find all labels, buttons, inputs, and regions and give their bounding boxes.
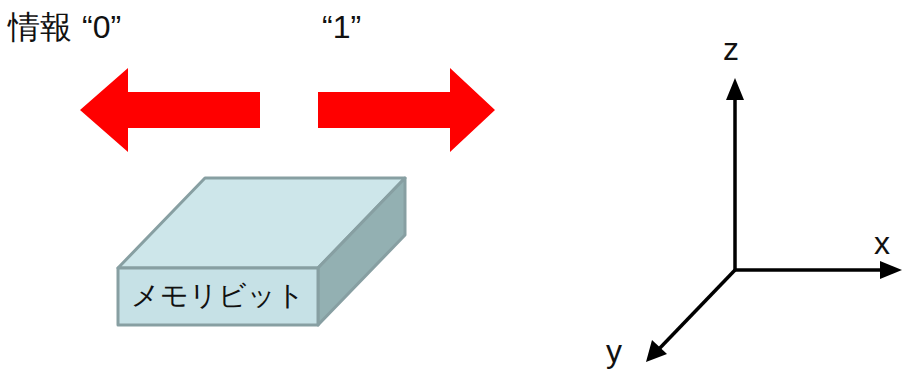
info-label: “0”	[82, 10, 121, 45]
z-axis	[733, 95, 737, 270]
axes	[646, 78, 902, 362]
x-arrowhead	[880, 261, 902, 279]
axis-label: y	[606, 334, 622, 369]
y-axis	[658, 270, 735, 350]
x-axis	[735, 268, 885, 272]
axis-label: z	[723, 32, 739, 67]
arrow-right	[318, 68, 495, 152]
info-arrows	[80, 68, 495, 152]
memory-bit-cube	[118, 178, 405, 325]
info-label: 情報	[8, 10, 72, 45]
memory-bit-box: メモリビット	[118, 268, 318, 325]
y-arrowhead	[646, 340, 667, 362]
box-label: メモリビット	[131, 281, 305, 312]
cube-front	[118, 268, 318, 325]
z-arrowhead	[726, 78, 744, 100]
cube-side	[318, 178, 405, 325]
arrow-left	[80, 68, 260, 152]
info-label: “1”	[322, 10, 361, 45]
axis-label: x	[874, 226, 890, 261]
